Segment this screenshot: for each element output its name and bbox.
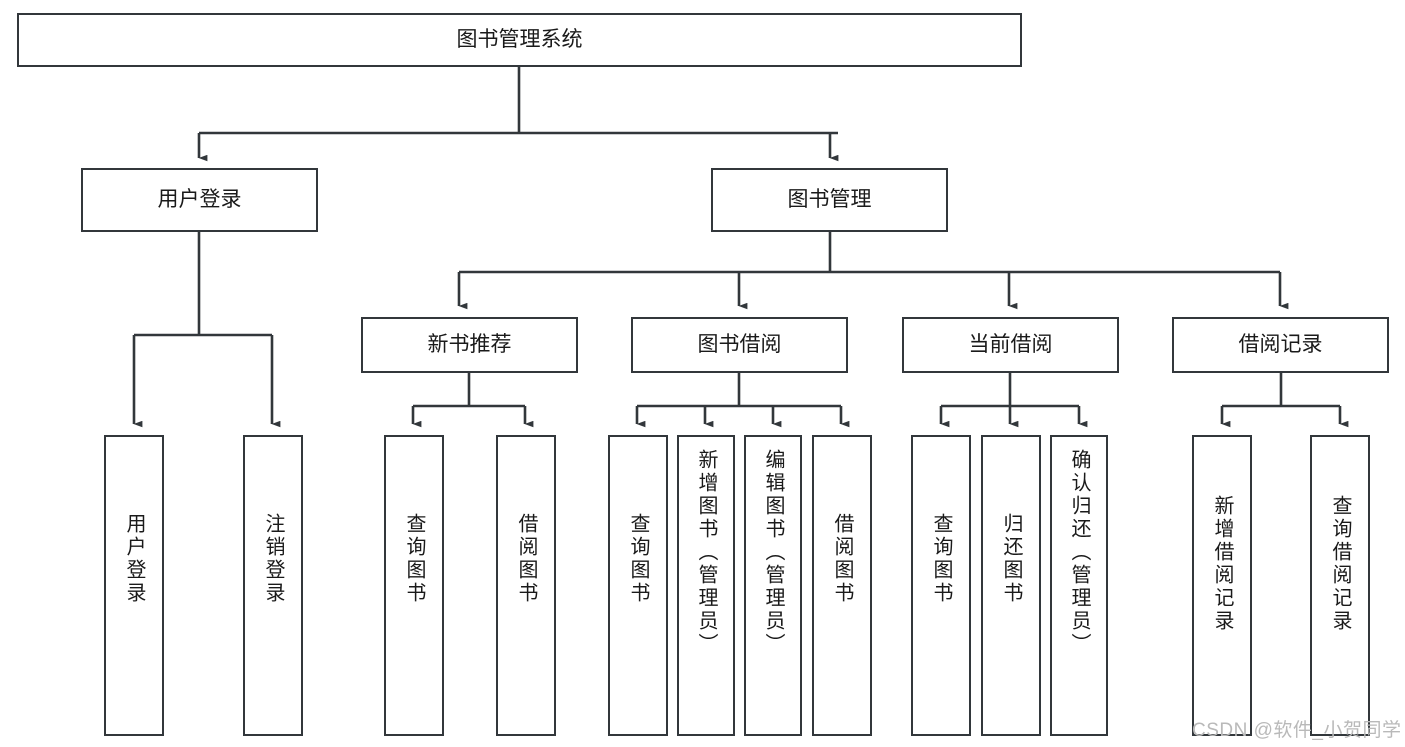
node-leaf-return-book[interactable]: 归还图书	[981, 435, 1041, 736]
edge-currentborrow-to-leaves	[939, 373, 1088, 428]
node-leaf-borrow-book-2[interactable]: 借阅图书	[812, 435, 872, 736]
node-label: 查询图书	[627, 513, 649, 605]
edge-bookborrow-to-leaves	[635, 373, 850, 428]
node-label: 查询借阅记录	[1329, 495, 1351, 633]
node-leaf-user-login[interactable]: 用户登录	[104, 435, 164, 736]
node-label: 查询图书	[403, 513, 425, 605]
node-label: 新增图书（管理员）	[695, 449, 717, 656]
node-label: 归还图书	[1000, 513, 1022, 605]
node-label: 图书管理系统	[456, 28, 583, 52]
node-borrow-record[interactable]: 借阅记录	[1172, 317, 1389, 373]
node-leaf-add-book[interactable]: 新增图书（管理员）	[677, 435, 735, 736]
node-leaf-query-book-3[interactable]: 查询图书	[911, 435, 971, 736]
node-leaf-add-record[interactable]: 新增借阅记录	[1192, 435, 1252, 736]
node-root-book-management-system[interactable]: 图书管理系统	[17, 13, 1022, 67]
node-label: 图书借阅	[697, 333, 782, 357]
node-leaf-query-record[interactable]: 查询借阅记录	[1310, 435, 1370, 736]
node-label: 用户登录	[123, 513, 145, 605]
node-label: 查询图书	[930, 513, 952, 605]
edge-bookmanage-to-level2	[457, 232, 1289, 310]
csdn-watermark: CSDN @软件_小贺同学	[1192, 720, 1402, 741]
edge-borrowrecord-to-leaves	[1220, 373, 1349, 428]
node-leaf-edit-book[interactable]: 编辑图书（管理员）	[744, 435, 802, 736]
node-label: 编辑图书（管理员）	[762, 449, 784, 656]
node-leaf-query-book-1[interactable]: 查询图书	[384, 435, 444, 736]
node-book-borrow[interactable]: 图书借阅	[631, 317, 848, 373]
edge-newbook-to-leaves	[411, 373, 534, 428]
edge-userlogin-to-leaves	[132, 232, 281, 428]
node-label: 借阅图书	[831, 513, 853, 605]
node-leaf-confirm-return[interactable]: 确认归还（管理员）	[1050, 435, 1108, 736]
node-label: 用户登录	[157, 188, 242, 212]
node-book-manage[interactable]: 图书管理	[711, 168, 948, 232]
node-leaf-logout-login[interactable]: 注销登录	[243, 435, 303, 736]
node-current-borrow[interactable]: 当前借阅	[902, 317, 1119, 373]
node-label: 借阅图书	[515, 513, 537, 605]
node-leaf-query-book-2[interactable]: 查询图书	[608, 435, 668, 736]
node-user-login[interactable]: 用户登录	[81, 168, 318, 232]
edge-root-to-level1	[197, 67, 839, 162]
node-new-book-recommend[interactable]: 新书推荐	[361, 317, 578, 373]
node-leaf-borrow-book-1[interactable]: 借阅图书	[496, 435, 556, 736]
node-label: 当前借阅	[968, 333, 1053, 357]
node-label: 图书管理	[787, 188, 872, 212]
node-label: 新增借阅记录	[1211, 495, 1233, 633]
node-label: 确认归还（管理员）	[1068, 449, 1090, 656]
node-label: 新书推荐	[427, 333, 512, 357]
node-label: 借阅记录	[1238, 333, 1323, 357]
node-label: 注销登录	[262, 513, 284, 605]
